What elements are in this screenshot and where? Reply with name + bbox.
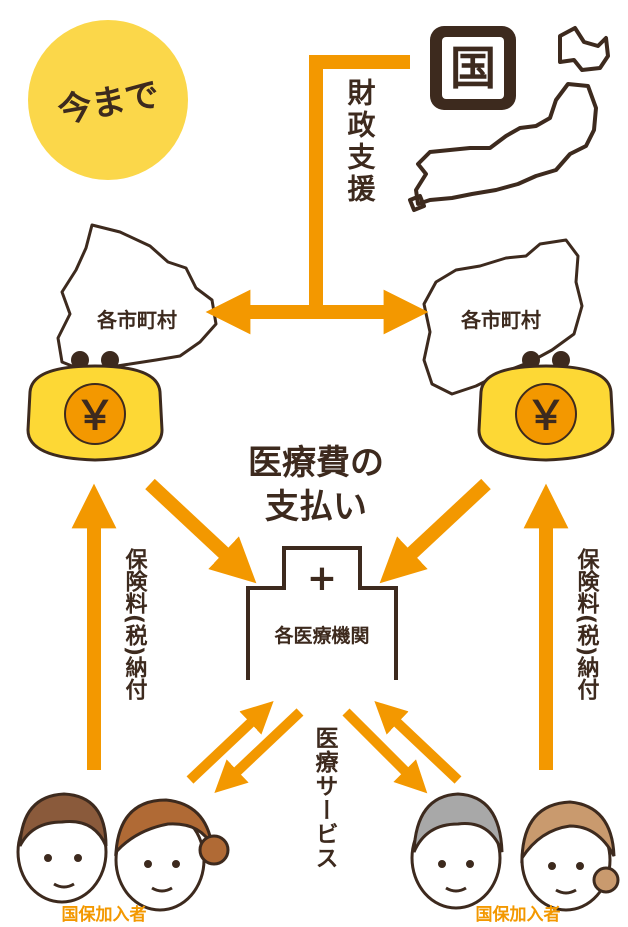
left-visit-arrow xyxy=(186,701,274,784)
left-municipality-map xyxy=(56,223,218,372)
medical-service-label: 医療サービス xyxy=(311,726,339,870)
right-insured-people-icon xyxy=(410,792,620,912)
right-wallet-icon: ￥ xyxy=(477,351,615,462)
right-visit-arrow xyxy=(374,701,462,784)
left-insured-label: 国保加入者 xyxy=(62,904,147,925)
hospital-cross-icon: + xyxy=(307,558,337,599)
left-wallet-icon: ￥ xyxy=(26,351,164,462)
national-kanji: 国 xyxy=(450,41,496,95)
right-service-arrow xyxy=(342,708,428,794)
left-payment-arrow xyxy=(145,478,257,584)
right-premium-label: 保険料(税)納付 xyxy=(574,548,601,701)
left-insured-people-icon xyxy=(16,792,230,912)
right-municipality-label: 各市町村 xyxy=(460,308,541,332)
right-payment-arrow xyxy=(379,478,491,584)
right-insured-label: 国保加入者 xyxy=(476,904,561,925)
financial-support-label: 財政支援 xyxy=(344,78,377,206)
left-yen-symbol: ￥ xyxy=(75,393,115,439)
hospital-building: + xyxy=(246,546,398,680)
national-government: 国 xyxy=(430,26,516,110)
payment-label-line1: 医療費の xyxy=(248,443,384,483)
right-municipality-map xyxy=(422,238,584,396)
japan-map-icon xyxy=(408,26,610,212)
left-service-arrow xyxy=(214,708,304,793)
financial-support-flow xyxy=(205,55,429,335)
period-badge: 今まで xyxy=(28,20,188,180)
right-yen-symbol: ￥ xyxy=(526,393,566,439)
hospital-label: 各医療機関 xyxy=(273,624,369,647)
payment-label-line2: 支払い xyxy=(265,487,367,527)
left-premium-label: 保険料(税)納付 xyxy=(122,548,149,701)
left-municipality-label: 各市町村 xyxy=(96,308,177,332)
